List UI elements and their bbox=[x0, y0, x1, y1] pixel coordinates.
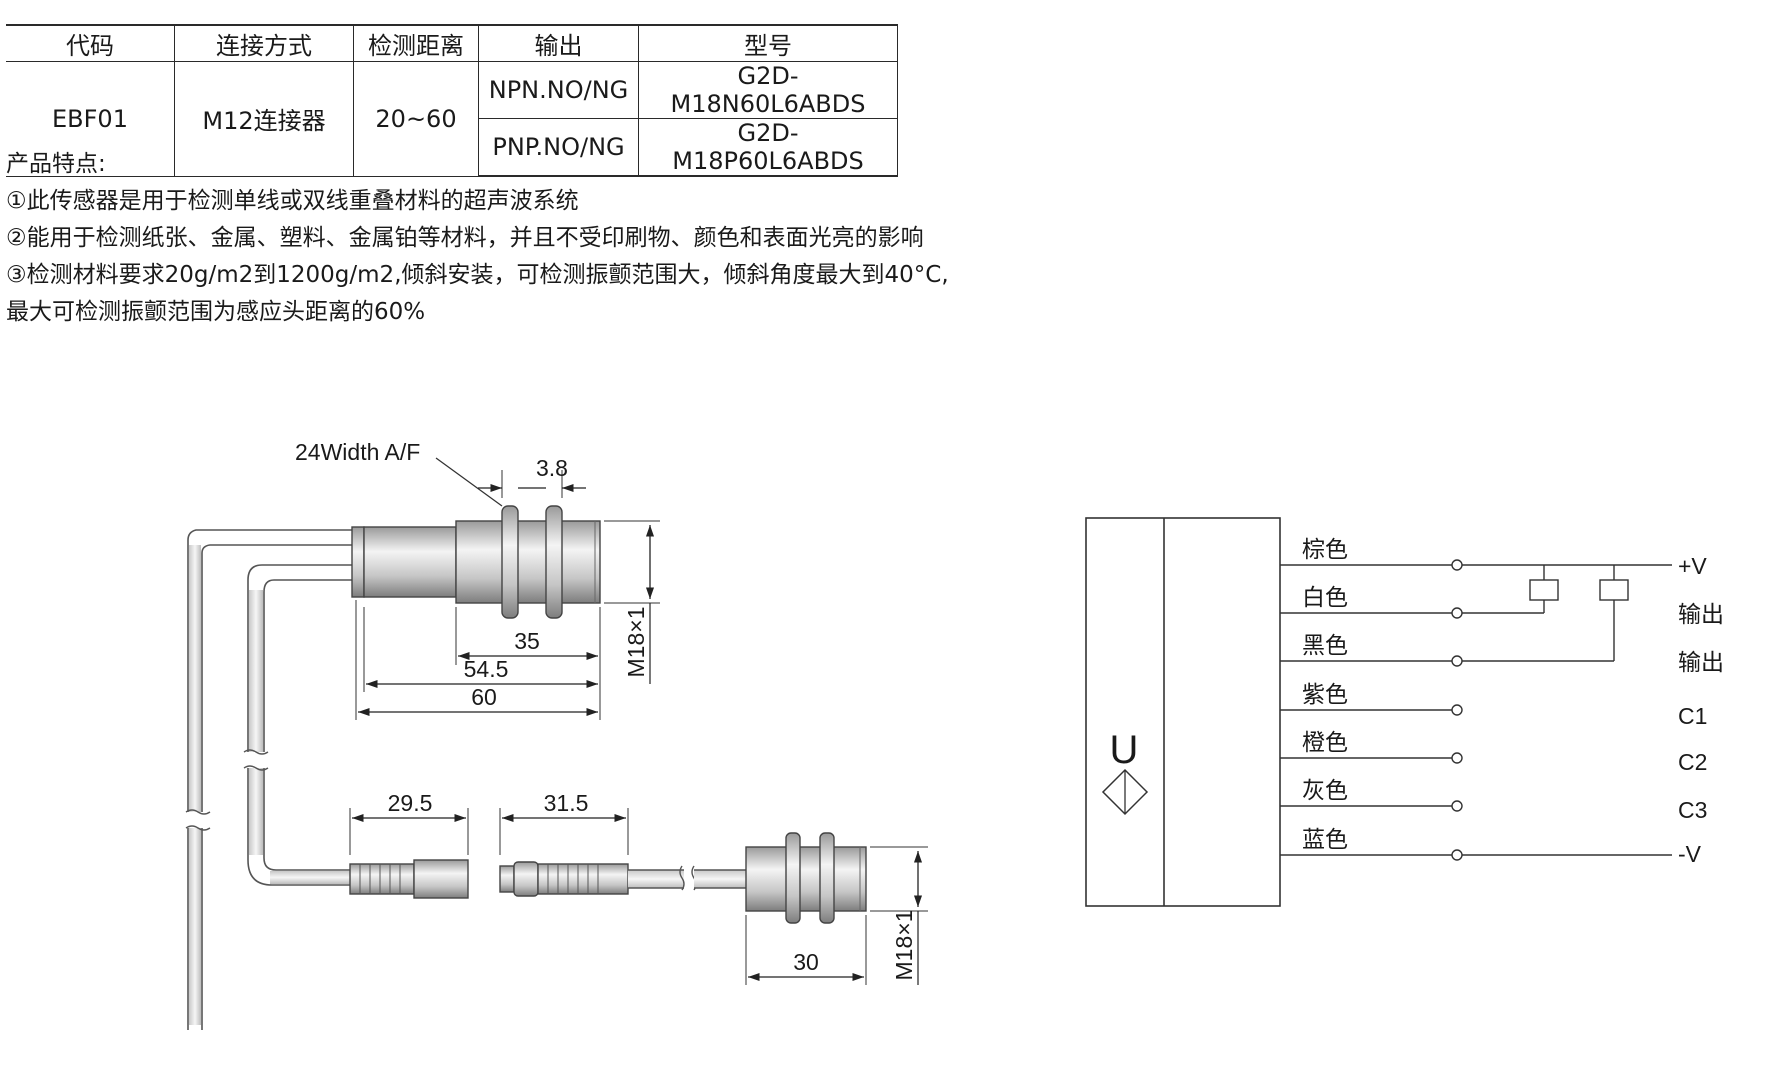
dim-nut-thickness: 3.8 bbox=[536, 455, 568, 481]
cell-connection: M12连接器 bbox=[174, 61, 354, 177]
wire-label-brown: 棕色 bbox=[1302, 536, 1348, 562]
header-distance: 检测距离 bbox=[353, 24, 479, 62]
header-model: 型号 bbox=[638, 24, 898, 62]
dim-30: 30 bbox=[793, 949, 819, 975]
bottom-connector-drawing: 29.5 31.5 30 bbox=[349, 790, 928, 985]
top-sensor-drawing: 24Width A/F 3.8 35 54.5 60 M18×1 bbox=[180, 439, 660, 1030]
cell-output-npn: NPN.NO/NG bbox=[478, 61, 639, 119]
wire-label-blue: 蓝色 bbox=[1302, 826, 1348, 852]
terminal-output-2: 输出 bbox=[1678, 649, 1724, 675]
wire-label-white: 白色 bbox=[1302, 584, 1348, 610]
hex-width-label: 24Width A/F bbox=[295, 439, 420, 465]
features-title: 产品特点: bbox=[6, 151, 106, 177]
terminal-c1: C1 bbox=[1678, 703, 1707, 729]
header-connection: 连接方式 bbox=[174, 24, 354, 62]
feature-line-1: ①此传感器是用于检测单线或双线重叠材料的超声波系统 bbox=[6, 188, 579, 214]
wire-label-orange: 橙色 bbox=[1302, 729, 1348, 755]
cell-model-npn: G2D-M18N60L6ABDS bbox=[638, 61, 898, 119]
header-code: 代码 bbox=[6, 24, 175, 62]
dim-35: 35 bbox=[514, 628, 540, 654]
cell-code: EBF01 bbox=[6, 61, 175, 177]
cell-model-pnp: G2D-M18P60L6ABDS bbox=[638, 118, 898, 177]
terminal-minus-v: -V bbox=[1678, 841, 1702, 867]
terminal-c2: C2 bbox=[1678, 749, 1707, 775]
wiring-diagram: U bbox=[1085, 517, 1724, 907]
features-block: 产品特点: ①此传感器是用于检测单线或双线重叠材料的超声波系统 ②能用于检测纸张… bbox=[6, 146, 949, 331]
spec-table: 代码 连接方式 检测距离 输出 型号 EBF01 M12连接器 20~60 NP… bbox=[6, 24, 898, 177]
header-output: 输出 bbox=[478, 24, 639, 62]
terminal-plus-v: +V bbox=[1678, 553, 1707, 579]
feature-line-4: 最大可检测振颤范围为感应头距离的60% bbox=[6, 299, 426, 325]
terminal-c3: C3 bbox=[1678, 797, 1707, 823]
feature-line-3: ③检测材料要求20g/m2到1200g/m2,倾斜安装，可检测振颤范围大，倾斜角… bbox=[6, 262, 949, 288]
dim-60: 60 bbox=[471, 684, 497, 710]
dim-29-5: 29.5 bbox=[388, 790, 433, 816]
terminal-output-1: 输出 bbox=[1678, 601, 1724, 627]
thread-bottom-label: M18×1 bbox=[891, 910, 917, 981]
dim-54-5: 54.5 bbox=[464, 656, 509, 682]
wire-label-purple: 紫色 bbox=[1302, 681, 1348, 707]
cell-output-pnp: PNP.NO/NG bbox=[478, 118, 639, 177]
dim-31-5: 31.5 bbox=[544, 790, 589, 816]
thread-top-label: M18×1 bbox=[623, 607, 649, 678]
ultrasonic-symbol-label: U bbox=[1110, 728, 1139, 772]
wire-label-gray: 灰色 bbox=[1302, 777, 1348, 803]
wire-label-black: 黑色 bbox=[1302, 632, 1348, 658]
cell-distance: 20~60 bbox=[353, 61, 479, 177]
feature-line-2: ②能用于检测纸张、金属、塑料、金属铂等材料，并且不受印刷物、颜色和表面光亮的影响 bbox=[6, 225, 924, 251]
sensor-block bbox=[1085, 517, 1281, 907]
